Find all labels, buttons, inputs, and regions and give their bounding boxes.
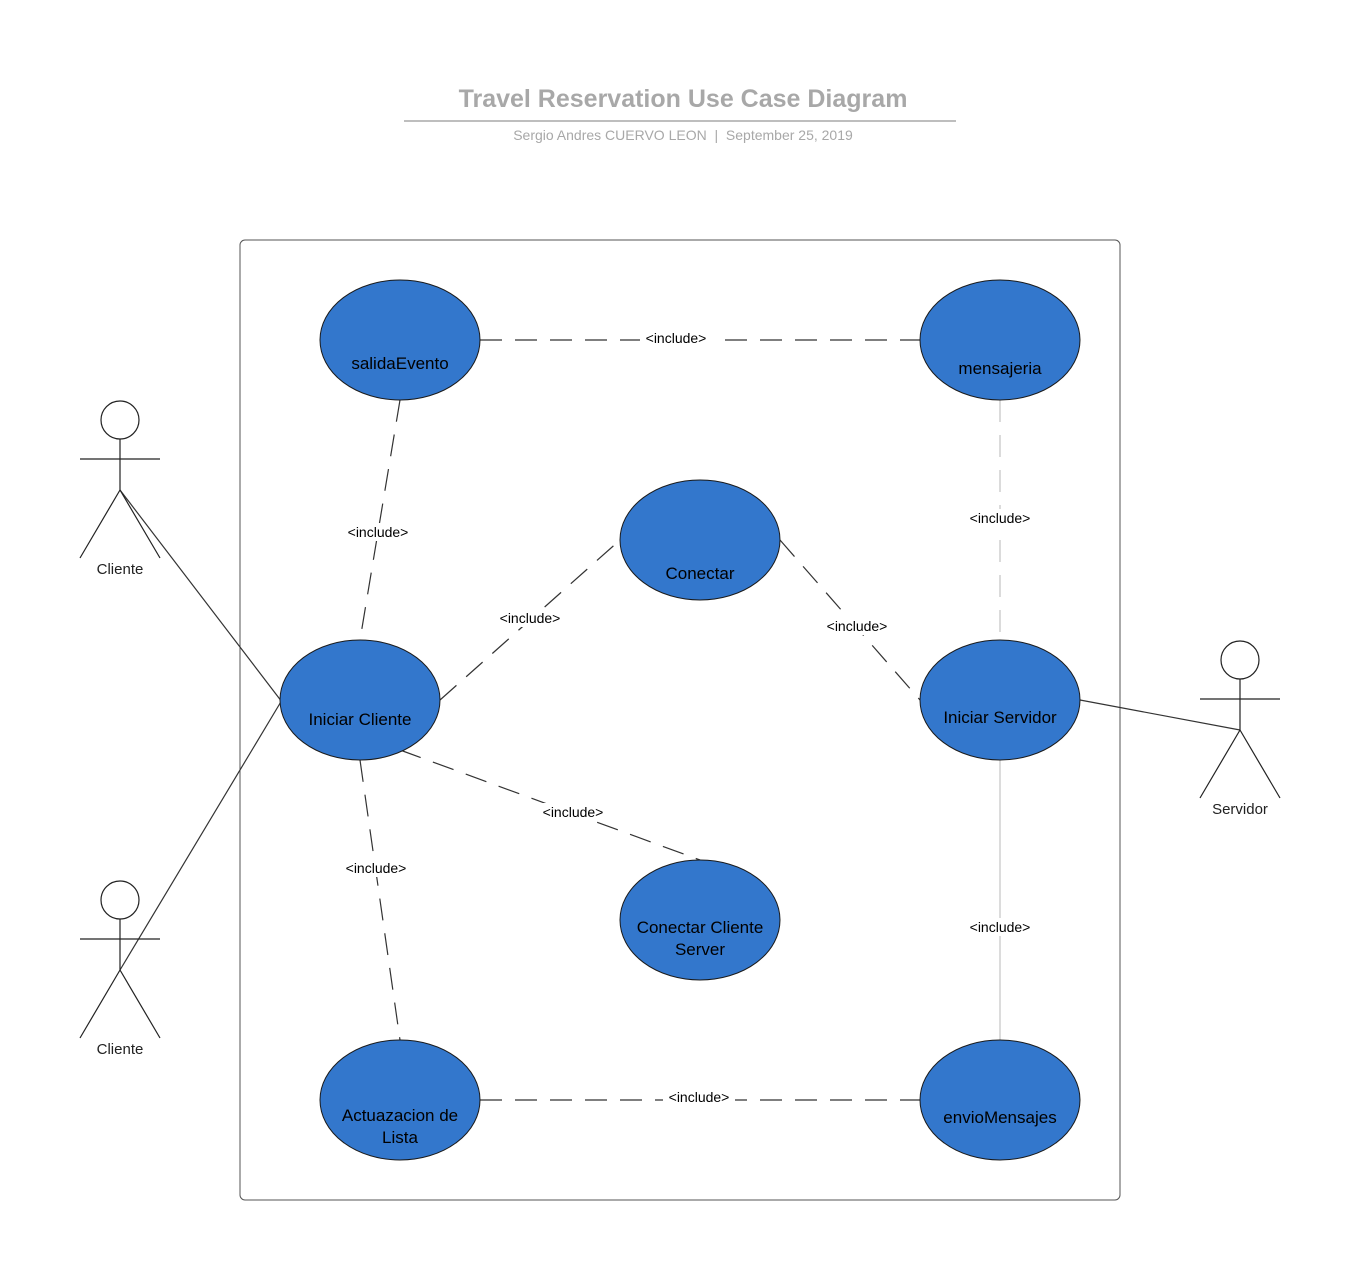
include-labels: <include> <include> <include> <include> … (340, 330, 1036, 1107)
usecase-label: salidaEvento (351, 354, 448, 373)
label-cliente-conectar-server: <include> (543, 804, 604, 820)
usecase-salida-evento[interactable]: salidaEvento (319, 279, 481, 401)
actor-label: Servidor (1212, 801, 1268, 818)
actor-label: Cliente (97, 1041, 144, 1058)
label-servidor-envio: <include> (970, 919, 1031, 935)
usecase-label: Iniciar Servidor (943, 708, 1057, 727)
actor-right-leg (1239, 729, 1281, 799)
usecase-label: envioMensajes (943, 1108, 1056, 1127)
system-boundary[interactable] (239, 239, 1121, 1201)
usecase-iniciar-servidor[interactable]: Iniciar Servidor (919, 639, 1081, 761)
actor-right-leg (119, 489, 161, 559)
actor-head-icon (1220, 640, 1260, 680)
usecase-label-line-1: Actuazacion de (342, 1106, 458, 1125)
usecase-label-line-1: Conectar Cliente (637, 918, 764, 937)
usecase-label-line-2: Server (675, 940, 725, 959)
actor-left-leg (79, 969, 121, 1039)
usecase-conectar[interactable]: Conectar (619, 479, 781, 601)
line-salida-iniciar-cliente[interactable] (359, 399, 401, 641)
usecase-label-line-2: Lista (382, 1128, 418, 1147)
actor-head-icon (100, 400, 140, 440)
actor-cliente-top[interactable]: Cliente (79, 400, 161, 578)
usecase-envio-mensajes[interactable]: envioMensajes (919, 1039, 1081, 1161)
actor-cliente-bottom[interactable]: Cliente (79, 880, 161, 1058)
label-mensajeria-servidor: <include> (970, 510, 1031, 526)
actor-head-icon (100, 880, 140, 920)
label-conectar-servidor: <include> (827, 618, 888, 634)
line-cliente-actuazacion[interactable] (359, 759, 401, 1041)
usecase-label: mensajeria (958, 359, 1042, 378)
actor-left-leg (79, 489, 121, 559)
actor-servidor[interactable]: Servidor (1199, 640, 1281, 818)
usecase-label: Conectar (666, 564, 735, 583)
usecase-iniciar-cliente[interactable]: Iniciar Cliente (279, 639, 441, 761)
usecase-mensajeria[interactable]: mensajeria (919, 279, 1081, 401)
label-cliente-conectar: <include> (500, 610, 561, 626)
actor-right-leg (119, 969, 161, 1039)
line-cliente-bottom-association[interactable] (119, 699, 283, 971)
diagram-title: Travel Reservation Use Case Diagram (459, 85, 908, 113)
use-cases: salidaEvento mensajeria Conectar Iniciar… (279, 279, 1081, 1161)
label-salida-iniciar-cliente: <include> (348, 524, 409, 540)
label-actuazacion-envio: <include> (669, 1089, 730, 1105)
actor-label: Cliente (97, 561, 144, 578)
label-salida-mensajeria: <include> (646, 330, 707, 346)
actor-associations (119, 489, 1241, 971)
line-cliente-top-association[interactable] (119, 489, 283, 703)
usecase-label: Iniciar Cliente (309, 710, 412, 729)
label-cliente-actuazacion: <include> (346, 860, 407, 876)
actor-left-leg (1199, 729, 1241, 799)
diagram-subtitle: Sergio Andres CUERVO LEON | September 25… (513, 127, 853, 143)
usecase-actuazacion-lista[interactable]: Actuazacion de Lista (319, 1039, 481, 1161)
line-servidor-association[interactable] (1079, 699, 1241, 731)
usecase-conectar-cliente-server[interactable]: Conectar Cliente Server (619, 859, 781, 981)
